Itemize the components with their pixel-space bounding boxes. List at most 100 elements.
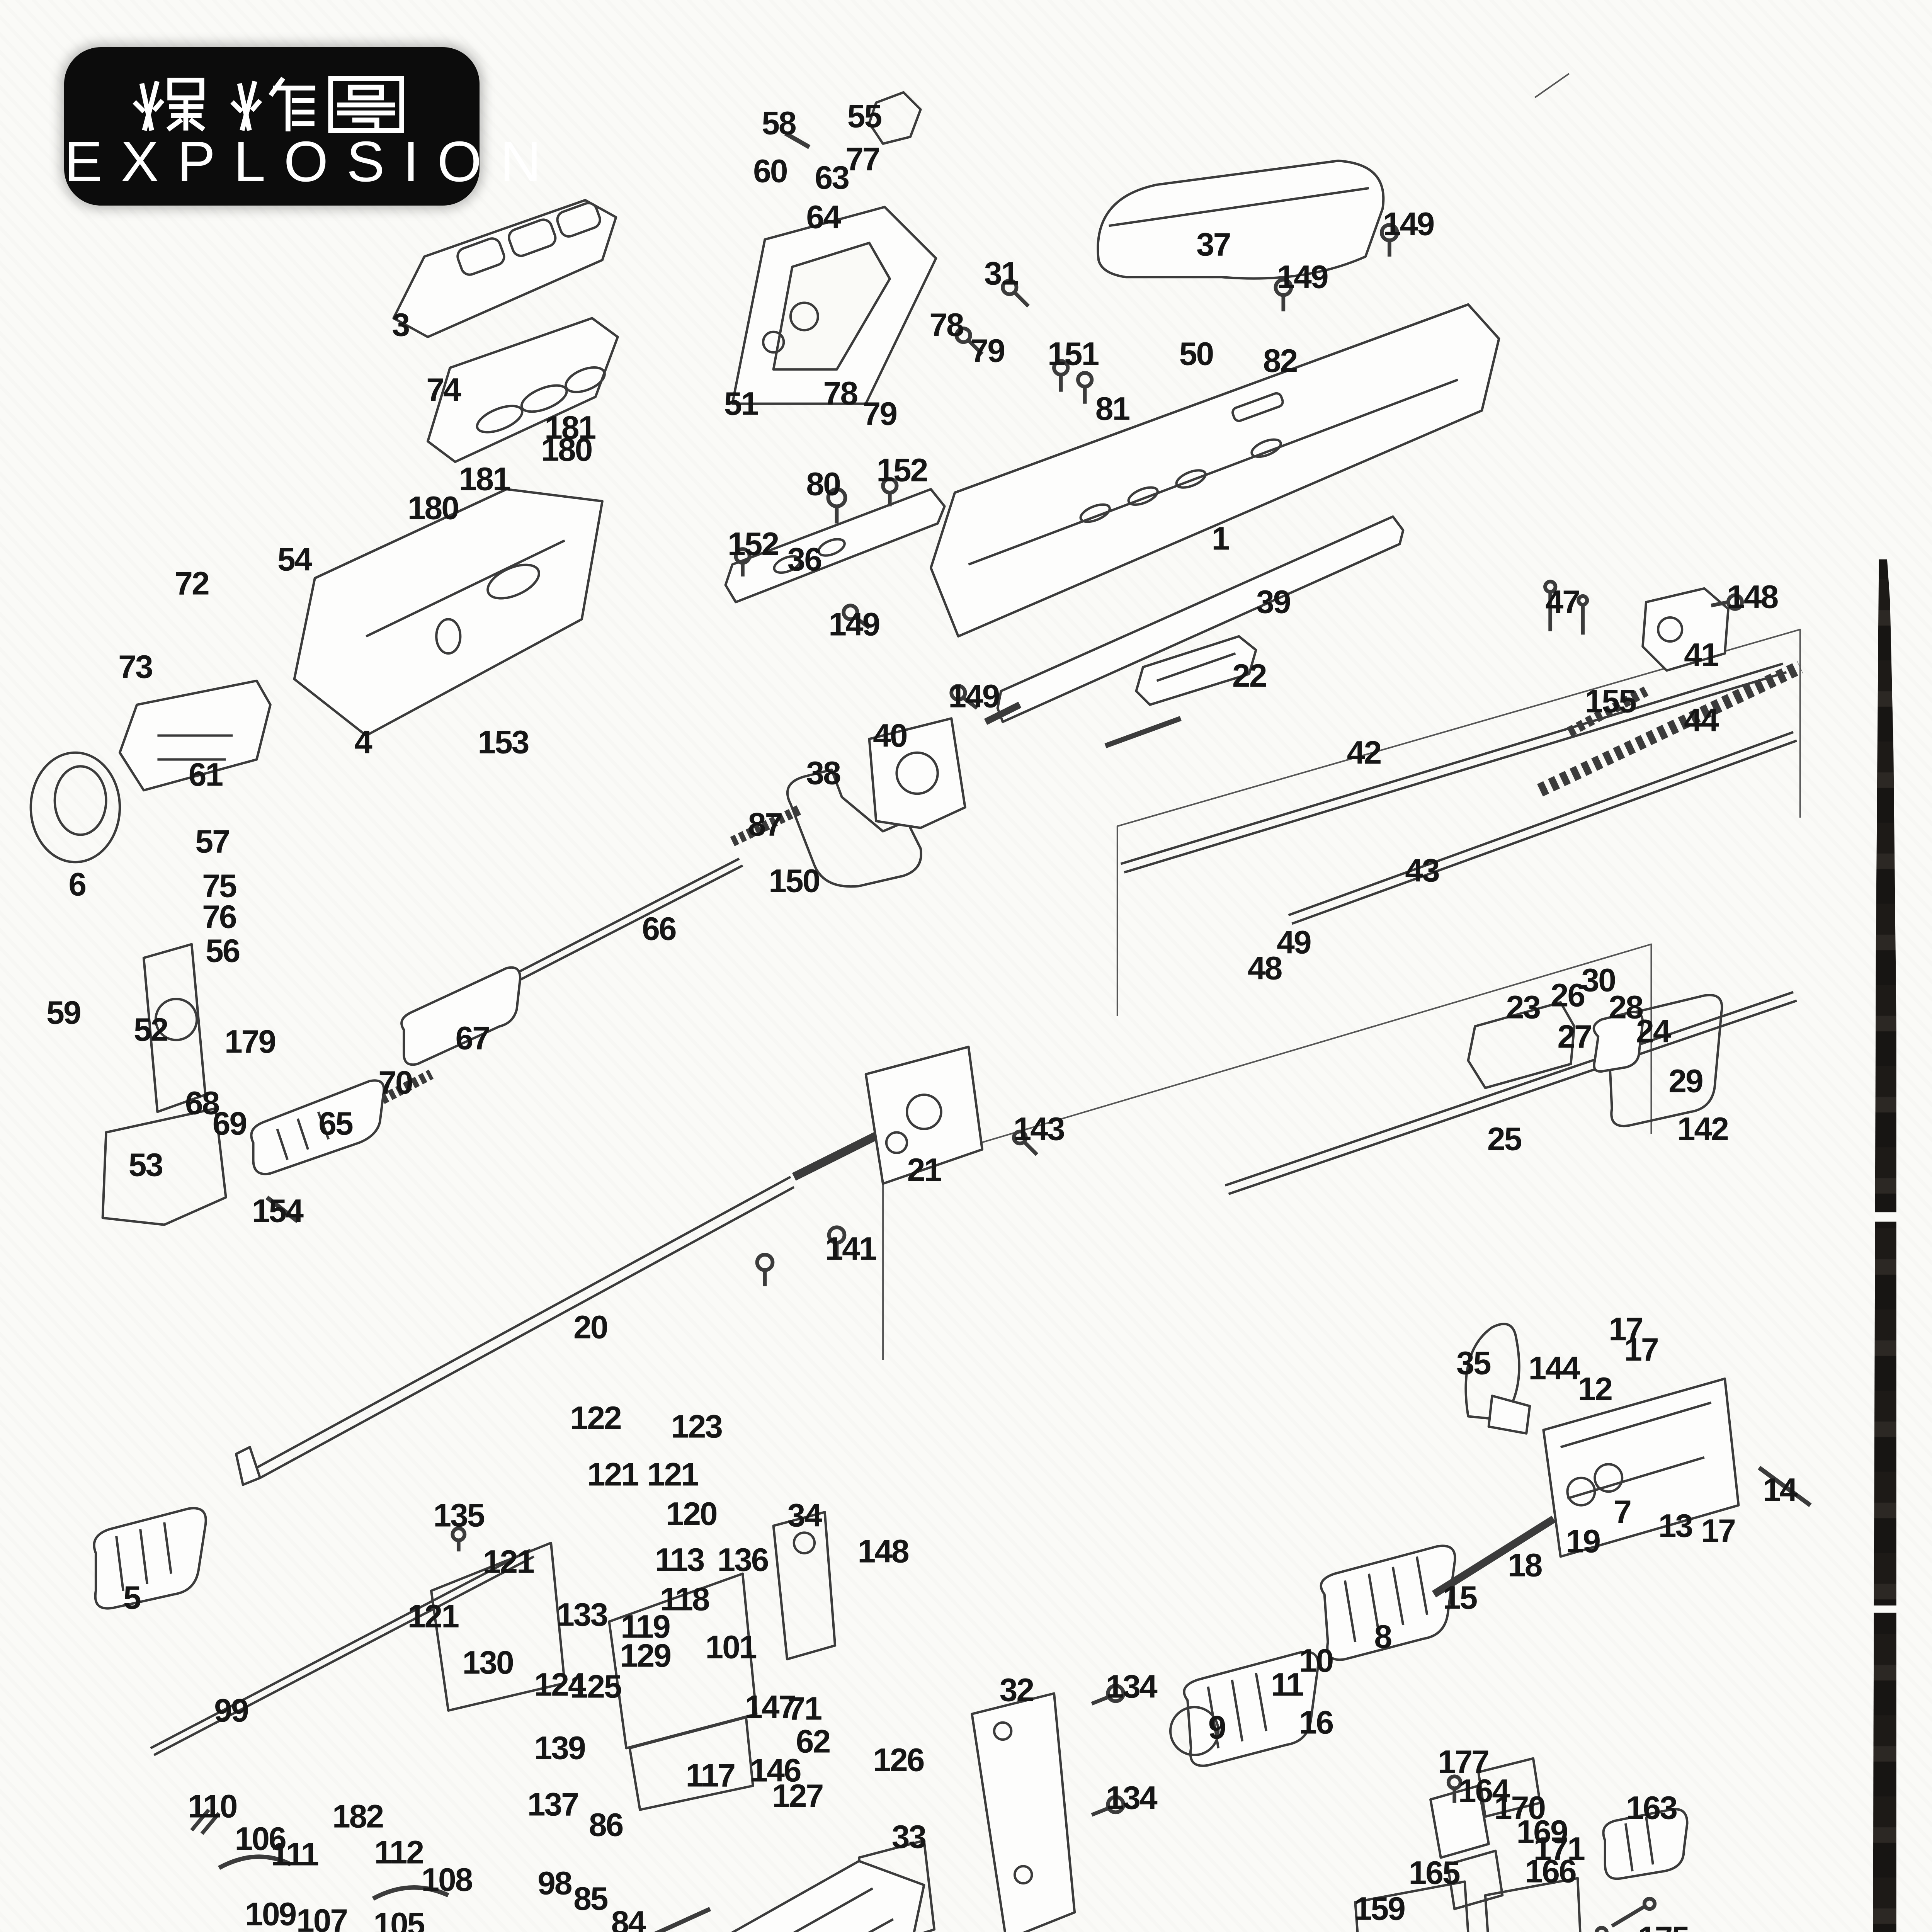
part-label-64: 64 bbox=[806, 199, 841, 235]
part-label-42: 42 bbox=[1347, 734, 1382, 771]
part-label-29: 29 bbox=[1668, 1063, 1703, 1099]
part-label-98: 98 bbox=[537, 1865, 572, 1901]
explosion-logo: 爆炸圖 EXPLOSION bbox=[64, 47, 541, 206]
part-label-122: 122 bbox=[570, 1400, 622, 1436]
part-label-101: 101 bbox=[705, 1629, 757, 1665]
part-label-63: 63 bbox=[815, 159, 850, 196]
part-label-121: 121 bbox=[587, 1456, 639, 1493]
part-label-139: 139 bbox=[534, 1730, 586, 1766]
part-label-136: 136 bbox=[717, 1541, 769, 1578]
part-label-30: 30 bbox=[1581, 962, 1616, 998]
part-label-155: 155 bbox=[1585, 683, 1637, 719]
part-label-43: 43 bbox=[1405, 852, 1440, 889]
part-label-118: 118 bbox=[660, 1581, 710, 1617]
part-label-13: 13 bbox=[1658, 1507, 1693, 1544]
part-label-165: 165 bbox=[1408, 1854, 1460, 1891]
part-label-7: 7 bbox=[1614, 1493, 1632, 1530]
part-label-74: 74 bbox=[426, 371, 461, 408]
part-label-117: 117 bbox=[685, 1757, 736, 1794]
part-label-76: 76 bbox=[202, 898, 237, 935]
part-label-36: 36 bbox=[787, 541, 822, 578]
part-label-133: 133 bbox=[556, 1596, 608, 1633]
part-label-35: 35 bbox=[1456, 1345, 1491, 1381]
part-label-152: 152 bbox=[876, 452, 928, 488]
part-label-27: 27 bbox=[1557, 1018, 1592, 1055]
part-label-134: 134 bbox=[1105, 1668, 1158, 1705]
part-label-149: 149 bbox=[828, 606, 880, 643]
part-label-38: 38 bbox=[806, 755, 841, 791]
part-label-149: 149 bbox=[1277, 259, 1328, 295]
part-label-25: 25 bbox=[1487, 1121, 1522, 1157]
part-label-124: 124 bbox=[534, 1666, 586, 1703]
part-label-125: 125 bbox=[570, 1668, 622, 1705]
part-label-26: 26 bbox=[1550, 977, 1585, 1014]
part-label-56: 56 bbox=[205, 932, 240, 969]
part-label-4: 4 bbox=[354, 724, 372, 760]
part-label-32: 32 bbox=[999, 1672, 1034, 1708]
part-label-142: 142 bbox=[1677, 1111, 1729, 1147]
part-label-55: 55 bbox=[847, 98, 882, 134]
part-label-154: 154 bbox=[252, 1192, 304, 1229]
part-label-34: 34 bbox=[787, 1497, 822, 1534]
part-label-179: 179 bbox=[224, 1023, 276, 1060]
part-label-33: 33 bbox=[891, 1818, 927, 1855]
part-label-148: 148 bbox=[1727, 578, 1779, 615]
part-label-164: 164 bbox=[1458, 1772, 1510, 1809]
part-label-78: 78 bbox=[823, 375, 858, 412]
part-label-19: 19 bbox=[1566, 1523, 1601, 1560]
part-label-62: 62 bbox=[796, 1723, 831, 1760]
part-label-80: 80 bbox=[806, 466, 841, 502]
cjk-char-zha bbox=[230, 77, 315, 131]
part-label-181: 181 bbox=[459, 461, 511, 497]
part-label-141: 141 bbox=[825, 1230, 877, 1267]
part-label-57: 57 bbox=[195, 823, 230, 860]
part-label-106: 106 bbox=[235, 1820, 287, 1857]
part-label-147: 147 bbox=[745, 1689, 796, 1725]
part-label-84: 84 bbox=[611, 1904, 646, 1932]
part-label-120: 120 bbox=[666, 1495, 718, 1532]
part-label-3: 3 bbox=[392, 306, 410, 343]
part-label-108: 108 bbox=[421, 1861, 473, 1898]
part-label-47: 47 bbox=[1545, 583, 1580, 620]
cjk-title-art bbox=[132, 76, 404, 133]
part-label-153: 153 bbox=[478, 724, 529, 760]
part-label-60: 60 bbox=[753, 153, 788, 189]
part-label-37: 37 bbox=[1196, 226, 1231, 263]
part-label-137: 137 bbox=[527, 1786, 579, 1823]
part-label-135: 135 bbox=[433, 1497, 485, 1534]
part-label-151: 151 bbox=[1048, 335, 1099, 372]
part-label-86: 86 bbox=[588, 1806, 624, 1843]
part-label-49: 49 bbox=[1277, 924, 1311, 961]
part-label-112: 112 bbox=[374, 1834, 425, 1871]
part-label-107: 107 bbox=[296, 1902, 348, 1932]
part-label-8: 8 bbox=[1374, 1618, 1392, 1655]
part-label-99: 99 bbox=[214, 1692, 249, 1729]
part-label-170: 170 bbox=[1494, 1789, 1546, 1826]
part-label-15: 15 bbox=[1442, 1579, 1478, 1616]
part-label-12: 12 bbox=[1578, 1371, 1613, 1407]
part-label-180: 180 bbox=[541, 431, 593, 468]
part-label-65: 65 bbox=[318, 1105, 353, 1142]
part-label-10: 10 bbox=[1299, 1642, 1334, 1679]
part-label-105: 105 bbox=[373, 1906, 425, 1932]
part-label-121: 121 bbox=[647, 1456, 699, 1493]
part-label-113: 113 bbox=[655, 1541, 705, 1578]
part-label-11: 11 bbox=[1270, 1666, 1304, 1703]
part-label-53: 53 bbox=[128, 1146, 163, 1183]
part-label-68: 68 bbox=[185, 1085, 220, 1121]
part-label-134: 134 bbox=[1105, 1779, 1158, 1816]
part-label-77: 77 bbox=[845, 141, 880, 177]
part-label-109: 109 bbox=[245, 1896, 297, 1932]
part-label-121: 121 bbox=[407, 1598, 459, 1634]
part-label-44: 44 bbox=[1684, 702, 1719, 738]
part-label-85: 85 bbox=[573, 1880, 608, 1917]
part-label-110: 110 bbox=[187, 1788, 238, 1825]
part-label-130: 130 bbox=[462, 1644, 514, 1681]
part-label-16: 16 bbox=[1299, 1704, 1334, 1741]
part-label-177: 177 bbox=[1437, 1743, 1490, 1780]
part-label-52: 52 bbox=[133, 1011, 168, 1048]
part-label-180: 180 bbox=[407, 490, 459, 526]
